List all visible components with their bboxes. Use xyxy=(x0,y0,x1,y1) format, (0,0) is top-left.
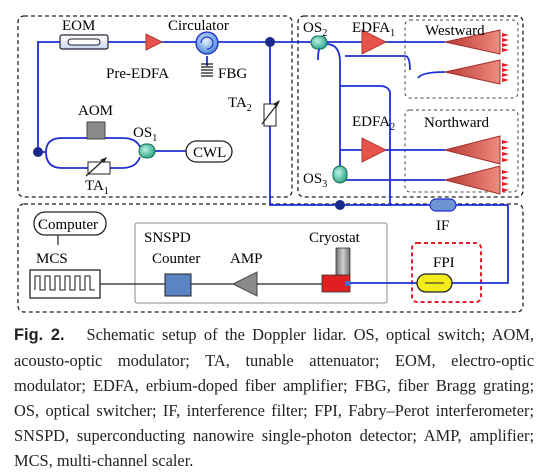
ta2-attenuator: TA2 xyxy=(228,95,280,127)
os2-label: OS2 xyxy=(303,20,327,39)
ta1-attenuator: TA1 xyxy=(85,157,111,197)
mcs-scaler: MCS xyxy=(29,251,165,299)
transmitter-section-box xyxy=(17,15,293,198)
edfa1-label: EDFA1 xyxy=(352,20,395,39)
circulator-label: Circulator xyxy=(168,18,229,34)
fbg-grating: FBG xyxy=(201,63,247,82)
os1-switch: OS1 xyxy=(133,125,157,159)
figure-caption: Fig. 2. Schematic setup of the Doppler l… xyxy=(14,322,534,473)
ta2-label: TA2 xyxy=(228,95,252,114)
telescope-section-box xyxy=(297,15,524,198)
snspd-label: SNSPD xyxy=(144,230,191,246)
cwl-laser: CWL xyxy=(185,140,233,163)
westward-telescopes: Westward xyxy=(425,23,509,85)
cryostat-unit: Cryostat xyxy=(309,230,361,293)
fpi-highlight-box xyxy=(411,242,482,303)
lidar-schematic: EOM Pre-EDFA Circulator FBG AOM TA1 xyxy=(17,15,524,313)
if-label: IF xyxy=(436,218,449,234)
edfa2-label: EDFA2 xyxy=(352,114,395,133)
northward-label: Northward xyxy=(424,115,489,131)
counter-label: Counter xyxy=(152,251,200,267)
amp-label: AMP xyxy=(230,251,263,267)
fpi-label: FPI xyxy=(433,255,455,271)
mcs-label: MCS xyxy=(36,251,68,267)
northward-telescopes: Northward xyxy=(424,115,509,195)
amp-amplifier: AMP xyxy=(230,251,322,297)
ta1-label: TA1 xyxy=(85,178,109,197)
junction-left xyxy=(33,147,43,157)
counter-unit: SNSPD Counter xyxy=(144,230,233,297)
caption-text: Schematic setup of the Doppler lidar. OS… xyxy=(14,325,535,470)
westward-inner-box xyxy=(404,19,519,99)
aom-modulator: AOM xyxy=(78,103,113,140)
junction-top xyxy=(265,37,275,47)
circulator: Circulator xyxy=(168,18,229,55)
cryostat-label: Cryostat xyxy=(309,230,361,246)
computer-unit: Computer xyxy=(33,211,107,245)
junction-bottom xyxy=(335,200,345,210)
northward-inner-box xyxy=(404,109,519,193)
edfa1-amplifier: EDFA1 xyxy=(352,20,395,55)
os1-label: OS1 xyxy=(133,125,157,144)
figure-number: Fig. 2. xyxy=(14,326,65,344)
if-filter: IF xyxy=(429,198,457,234)
pre-edfa-amplifier: Pre-EDFA xyxy=(106,33,169,82)
os3-switch: OS3 xyxy=(303,165,348,190)
os3-label: OS3 xyxy=(303,171,327,190)
fbg-label: FBG xyxy=(218,66,247,82)
fiber-junctions xyxy=(33,37,345,210)
detector-panel-box xyxy=(134,222,388,304)
pre-edfa-label: Pre-EDFA xyxy=(106,66,169,82)
eom-modulator: EOM xyxy=(59,18,109,50)
os2-switch: OS2 xyxy=(303,20,328,50)
aom-label: AOM xyxy=(78,103,113,119)
cwl-label: CWL xyxy=(193,145,226,161)
edfa2-amplifier: EDFA2 xyxy=(352,114,395,163)
eom-label: EOM xyxy=(62,18,95,34)
fpi-interferometer: FPI xyxy=(416,255,455,293)
westward-label: Westward xyxy=(425,23,485,39)
computer-label: Computer xyxy=(38,217,98,233)
schematic-diagram: EOM Pre-EDFA Circulator FBG AOM TA1 xyxy=(17,15,524,313)
